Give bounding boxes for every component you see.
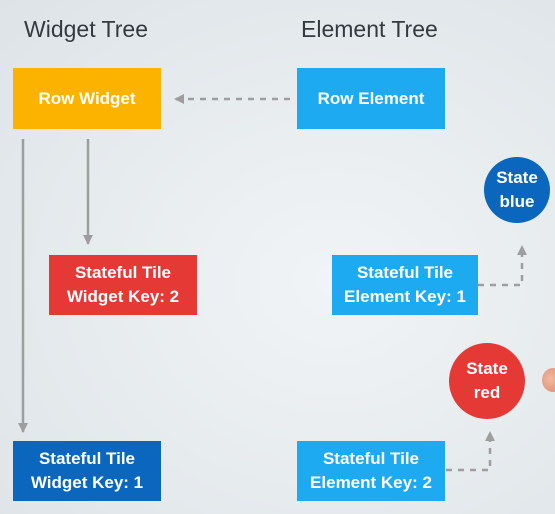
row-element-label: Row Element [317, 88, 425, 108]
element-key1-to-state-blue-arrow [478, 245, 527, 287]
element-key2-to-state-red-arrow [446, 431, 495, 472]
tile-element-key2-line2: Element Key: 2 [310, 473, 432, 492]
row-widget-box: Row Widget [13, 68, 161, 129]
tile-element-key1-line1: Stateful Tile [356, 263, 454, 282]
stateful-tile-widget-key2-box: Stateful Tile Widget Key: 2 [49, 255, 197, 315]
stateful-tile-element-key2-box: Stateful Tile Element Key: 2 [297, 441, 445, 501]
widget-tree-title: Widget Tree [24, 16, 148, 42]
element-tree-title: Element Tree [301, 16, 438, 42]
state-red-line2: red [473, 383, 501, 402]
tile-widget-key2-line1: Stateful Tile [74, 263, 172, 282]
state-blue-line2: blue [499, 192, 535, 211]
state-red-circle: State red [449, 343, 525, 419]
state-blue-circle: State blue [484, 157, 550, 223]
tile-element-key1-line2: Element Key: 1 [344, 287, 466, 306]
row-element-box: Row Element [297, 68, 445, 129]
tile-widget-key2-line2: Widget Key: 2 [66, 287, 180, 306]
row-widget-label: Row Widget [38, 88, 136, 108]
presenter-hand [542, 368, 555, 392]
tile-widget-key1-line2: Widget Key: 1 [30, 473, 144, 492]
stateful-tile-widget-key1-box: Stateful Tile Widget Key: 1 [13, 441, 161, 501]
tile-widget-key1-line1: Stateful Tile [38, 449, 136, 468]
tile-element-key2-line1: Stateful Tile [322, 449, 420, 468]
state-blue-line1: State [496, 168, 538, 187]
stateful-tile-element-key1-box: Stateful Tile Element Key: 1 [332, 255, 478, 315]
state-red-line1: State [466, 359, 508, 378]
